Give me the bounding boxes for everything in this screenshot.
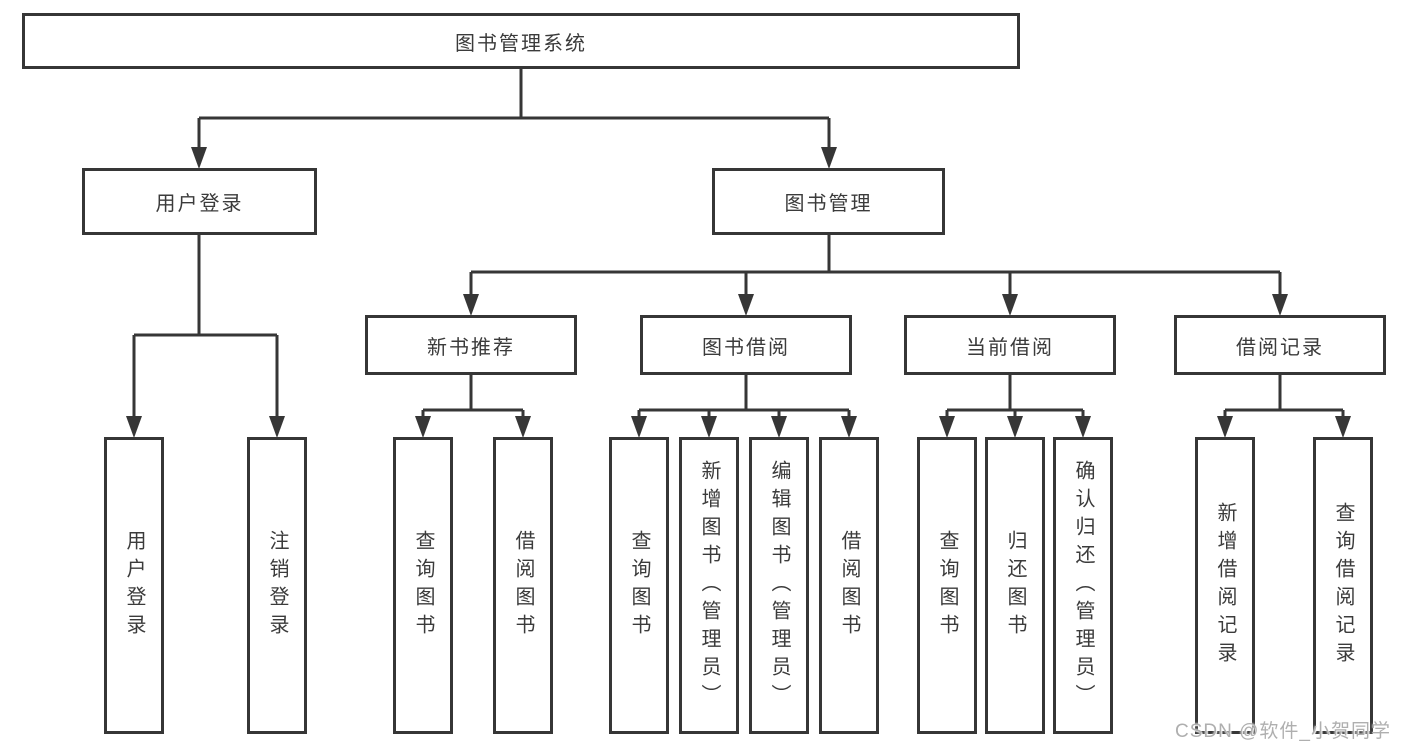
- leaf-label: 借阅图书: [838, 529, 860, 642]
- leaf-label: 用户登录: [123, 529, 145, 642]
- node-book-management: 图书管理: [712, 168, 945, 235]
- arrowheads: [126, 147, 1351, 438]
- leaf-label: 查询图书: [412, 529, 434, 642]
- node-label: 当前借阅: [966, 336, 1054, 359]
- node-label: 图书管理系统: [455, 32, 587, 55]
- leaf-add-book-admin: 新增图书（管理员）: [679, 437, 739, 734]
- leaf-label: 注销登录: [266, 529, 288, 642]
- node-label: 新书推荐: [427, 336, 515, 359]
- leaf-confirm-return-admin: 确认归还（管理员）: [1053, 437, 1113, 734]
- leaf-label: 归还图书: [1004, 529, 1026, 642]
- leaf-label: 确认归还（管理员）: [1072, 459, 1094, 712]
- leaf-query-book-borrow: 查询图书: [609, 437, 669, 734]
- leaf-add-borrow-record: 新增借阅记录: [1195, 437, 1255, 734]
- leaf-label: 查询图书: [628, 529, 650, 642]
- leaf-borrow-book-recommend: 借阅图书: [493, 437, 553, 734]
- leaf-edit-book-admin: 编辑图书（管理员）: [749, 437, 809, 734]
- leaf-label: 查询图书: [936, 529, 958, 642]
- leaf-query-book-current: 查询图书: [917, 437, 977, 734]
- leaf-label: 借阅图书: [512, 529, 534, 642]
- node-user-login: 用户登录: [82, 168, 317, 235]
- node-label: 用户登录: [155, 193, 244, 215]
- node-current-borrow: 当前借阅: [904, 315, 1116, 375]
- tree-edges: [132, 69, 1345, 432]
- node-label: 借阅记录: [1236, 336, 1324, 359]
- leaf-query-borrow-record: 查询借阅记录: [1313, 437, 1373, 734]
- leaf-return-book: 归还图书: [985, 437, 1045, 734]
- leaf-user-login: 用户登录: [104, 437, 164, 734]
- leaf-label: 编辑图书（管理员）: [768, 459, 790, 712]
- leaf-label: 新增借阅记录: [1214, 501, 1236, 670]
- leaf-label: 查询借阅记录: [1332, 501, 1354, 670]
- csdn-watermark: CSDN @软件_小贺同学: [1175, 721, 1391, 742]
- node-book-borrow: 图书借阅: [640, 315, 852, 375]
- node-new-book-recommend: 新书推荐: [365, 315, 577, 375]
- leaf-label: 新增图书（管理员）: [698, 459, 720, 712]
- leaf-query-book-recommend: 查询图书: [393, 437, 453, 734]
- node-library-management-system: 图书管理系统: [22, 13, 1020, 69]
- node-label: 图书借阅: [702, 336, 790, 359]
- node-borrow-records: 借阅记录: [1174, 315, 1386, 375]
- node-label: 图书管理: [784, 193, 873, 215]
- leaf-borrow-book: 借阅图书: [819, 437, 879, 734]
- leaf-logout-login: 注销登录: [247, 437, 307, 734]
